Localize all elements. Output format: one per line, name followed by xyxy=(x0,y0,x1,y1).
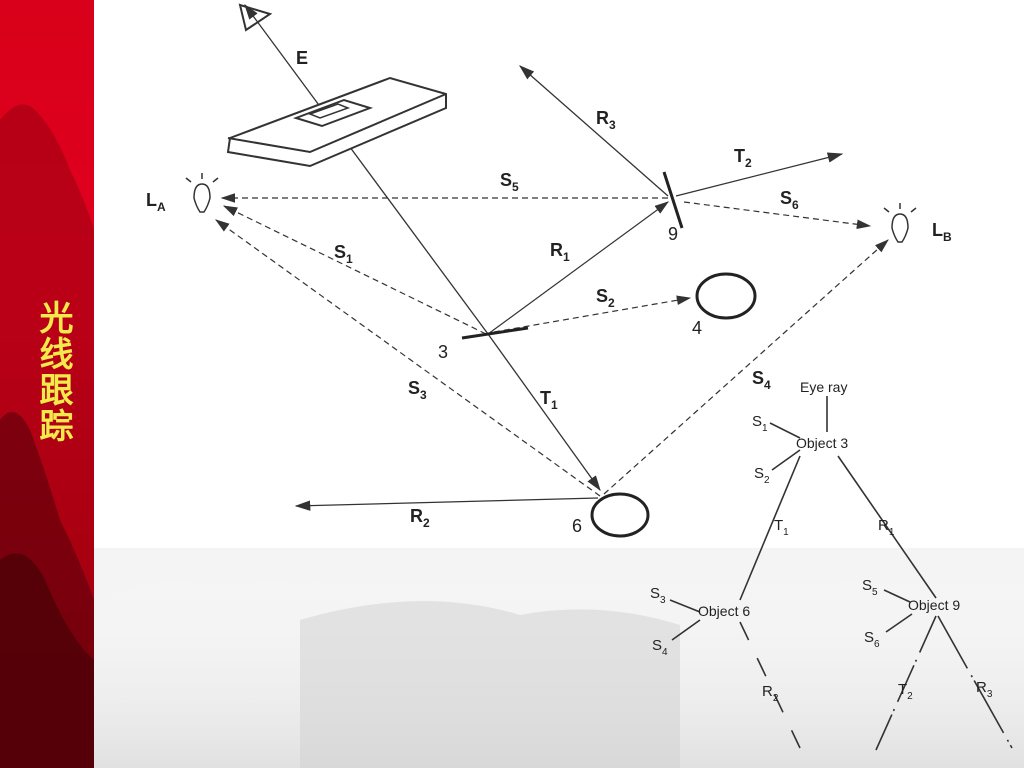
light-b-label: LB xyxy=(932,220,952,244)
object-3-label: 3 xyxy=(438,342,448,362)
ray-s6 xyxy=(683,201,872,230)
ray-s1-label: S1 xyxy=(334,242,353,266)
ray-r2 xyxy=(294,497,599,511)
light-a-bulb-icon xyxy=(185,173,219,213)
tree-node-object9: Object 9 xyxy=(908,597,960,613)
ray-tree xyxy=(669,396,1013,751)
eye-ray xyxy=(244,3,489,335)
ray-s1 xyxy=(222,205,487,335)
object-4-sphere xyxy=(695,272,757,320)
tree-edge-s2-label: S2 xyxy=(754,465,770,486)
tree-edge-r1-label: R1 xyxy=(878,517,895,538)
object-6-sphere xyxy=(590,492,650,538)
object-6-label: 6 xyxy=(572,516,582,536)
tree-edge-t1-label: T1 xyxy=(774,517,789,538)
ray-s4-label: S4 xyxy=(752,368,771,392)
tree-edge-s6-label: S6 xyxy=(864,629,880,650)
ray-s2-label: S2 xyxy=(596,286,615,310)
object-4-label: 4 xyxy=(692,318,702,338)
ray-r1 xyxy=(487,201,669,335)
tree-edge-s4-label: S4 xyxy=(652,637,668,658)
eye-icon xyxy=(238,3,273,32)
tree-node-object3: Object 3 xyxy=(796,435,848,451)
screen-plate xyxy=(226,76,447,168)
ray-t2-label: T2 xyxy=(734,146,752,170)
light-a-label: LA xyxy=(146,190,166,214)
ray-r3 xyxy=(519,65,669,197)
mountain-painting xyxy=(0,104,94,768)
ray-s6-label: S6 xyxy=(780,188,799,212)
sidebar-title: 光线跟踪 xyxy=(33,300,73,444)
ray-t2 xyxy=(675,152,844,197)
tree-edge-t2-label: T2 xyxy=(898,681,913,702)
ray-s3 xyxy=(215,219,601,497)
ray-r2-label: R2 xyxy=(410,506,430,530)
eye-label: E xyxy=(296,48,308,68)
object-9-label: 9 xyxy=(668,224,678,244)
ray-t1 xyxy=(487,333,601,492)
object-9-surface xyxy=(662,171,684,229)
tree-edge-s5-label: S5 xyxy=(862,577,878,598)
tree-node-object6: Object 6 xyxy=(698,603,750,619)
sidebar: 光线跟踪 xyxy=(0,0,94,768)
ray-s4 xyxy=(603,239,889,495)
ray-t1-label: T1 xyxy=(540,388,558,412)
tree-root-eye-ray: Eye ray xyxy=(800,379,847,395)
tree-edge-r3-label: R3 xyxy=(976,679,993,700)
ray-s3-label: S3 xyxy=(408,378,427,402)
tree-edge-r2-label: R2 xyxy=(762,683,779,704)
ray-s5-label: S5 xyxy=(500,170,519,194)
light-b-bulb-icon xyxy=(883,203,917,243)
object-3-surface xyxy=(461,326,529,340)
ray-r1-label: R1 xyxy=(550,240,570,264)
tree-edge-s3-label: S3 xyxy=(650,585,666,606)
tree-edge-s1-label: S1 xyxy=(752,413,768,434)
ray-r3-label: R3 xyxy=(596,108,616,132)
ray-s2 xyxy=(493,295,692,333)
mist-background xyxy=(94,548,1024,768)
